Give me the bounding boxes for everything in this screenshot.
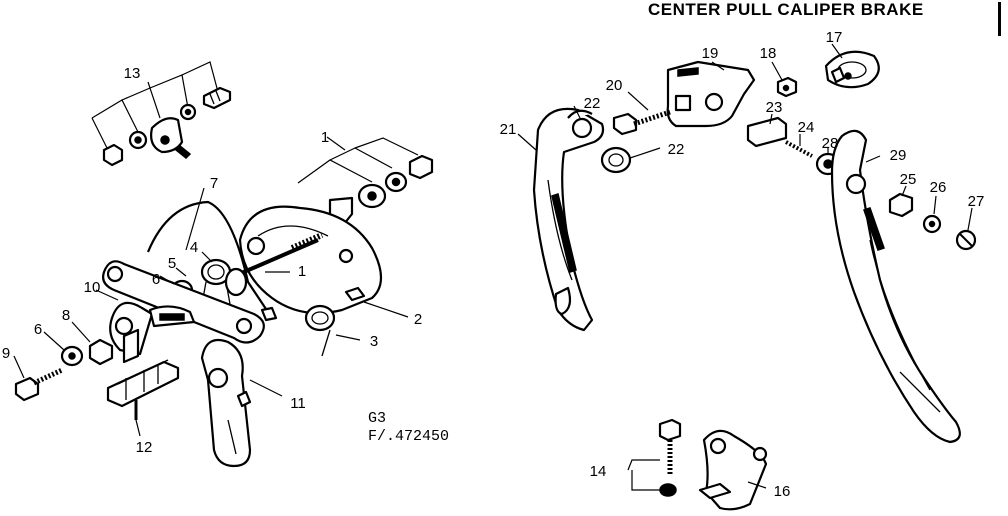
callout-26: 26 <box>930 179 947 196</box>
edge-rule <box>998 2 1001 36</box>
callout-9: 9 <box>2 345 10 362</box>
part-7-straddle-cable <box>146 200 269 313</box>
callout-14: 14 <box>590 463 607 480</box>
callout-22-upper: 22 <box>584 95 601 112</box>
part-11-brake-arm <box>200 338 252 468</box>
callout-1-lower: 1 <box>298 263 306 280</box>
callout-labels: 13 1 7 4 5 6 1 10 2 8 6 3 9 11 12 20 22 … <box>2 29 985 500</box>
callout-27: 27 <box>968 193 985 210</box>
callout-29: 29 <box>890 147 907 164</box>
part-9-bolt <box>14 367 64 402</box>
part-29-brake-lever <box>830 129 961 444</box>
callout-12: 12 <box>136 439 153 456</box>
part-1-pivot-bolt <box>229 232 324 280</box>
callout-1-upper: 1 <box>321 129 329 146</box>
part-12-brake-shoe <box>106 328 180 420</box>
diagram-code-line-2: F/.472450 <box>368 428 450 445</box>
part-1-hardware-group <box>297 137 434 226</box>
callout-7: 7 <box>210 175 218 192</box>
part-20-bolt <box>612 109 671 136</box>
part-8-spacer <box>88 338 114 366</box>
part-2-yoke-body <box>238 205 383 315</box>
callout-11: 11 <box>290 395 306 412</box>
callout-28: 28 <box>822 135 839 152</box>
part-10-brake-arm <box>102 260 265 356</box>
part-22-washer-hole <box>608 153 624 167</box>
part-27-screw <box>955 229 977 251</box>
part-24-spring <box>785 140 813 158</box>
part-13-hardware-group <box>91 61 232 167</box>
diagram-title: CENTER PULL CALIPER BRAKE <box>648 0 924 19</box>
diagram-code-line-1: G3 <box>368 410 387 427</box>
callout-22-lower: 22 <box>668 141 685 158</box>
part-16-mount-bracket <box>698 429 768 511</box>
callout-25: 25 <box>900 171 917 188</box>
part-14-bolt-and-nut <box>658 418 682 497</box>
callout-17: 17 <box>826 29 843 46</box>
part-3-spring <box>304 304 336 357</box>
callout-19: 19 <box>702 45 719 62</box>
part-23-adjuster <box>746 116 788 148</box>
left-callouts <box>13 136 409 437</box>
callout-4: 4 <box>190 239 198 256</box>
part-25-nut <box>888 192 914 218</box>
part-17-clamp-band <box>824 50 880 89</box>
callout-18: 18 <box>760 45 777 62</box>
part-26-washer-hole <box>928 220 936 228</box>
callout-13: 13 <box>124 65 141 82</box>
callout-23: 23 <box>766 99 783 116</box>
part-18-nut-hole <box>782 84 790 92</box>
callout-20: 20 <box>606 77 623 94</box>
callout-24: 24 <box>798 119 815 136</box>
callout-10: 10 <box>84 279 101 296</box>
callout-2: 2 <box>414 311 422 328</box>
right-callouts <box>517 43 973 491</box>
callout-3: 3 <box>370 333 378 350</box>
part-7-cable-end <box>260 306 278 322</box>
callout-6-lower: 6 <box>34 321 42 338</box>
callout-8: 8 <box>62 307 70 324</box>
callout-5: 5 <box>168 255 176 272</box>
part-4-spring <box>200 258 232 305</box>
callout-6-upper: 6 <box>152 271 160 288</box>
part-19-lever-clamp <box>666 60 756 128</box>
part-28-washer-hole <box>823 159 833 169</box>
callout-21: 21 <box>500 121 517 138</box>
callout-16: 16 <box>774 483 791 500</box>
part-22-washer <box>600 146 632 174</box>
part-6-washer-hole <box>68 352 76 360</box>
part-21-brake-lever <box>532 107 605 332</box>
part-5-bushing <box>224 267 248 297</box>
